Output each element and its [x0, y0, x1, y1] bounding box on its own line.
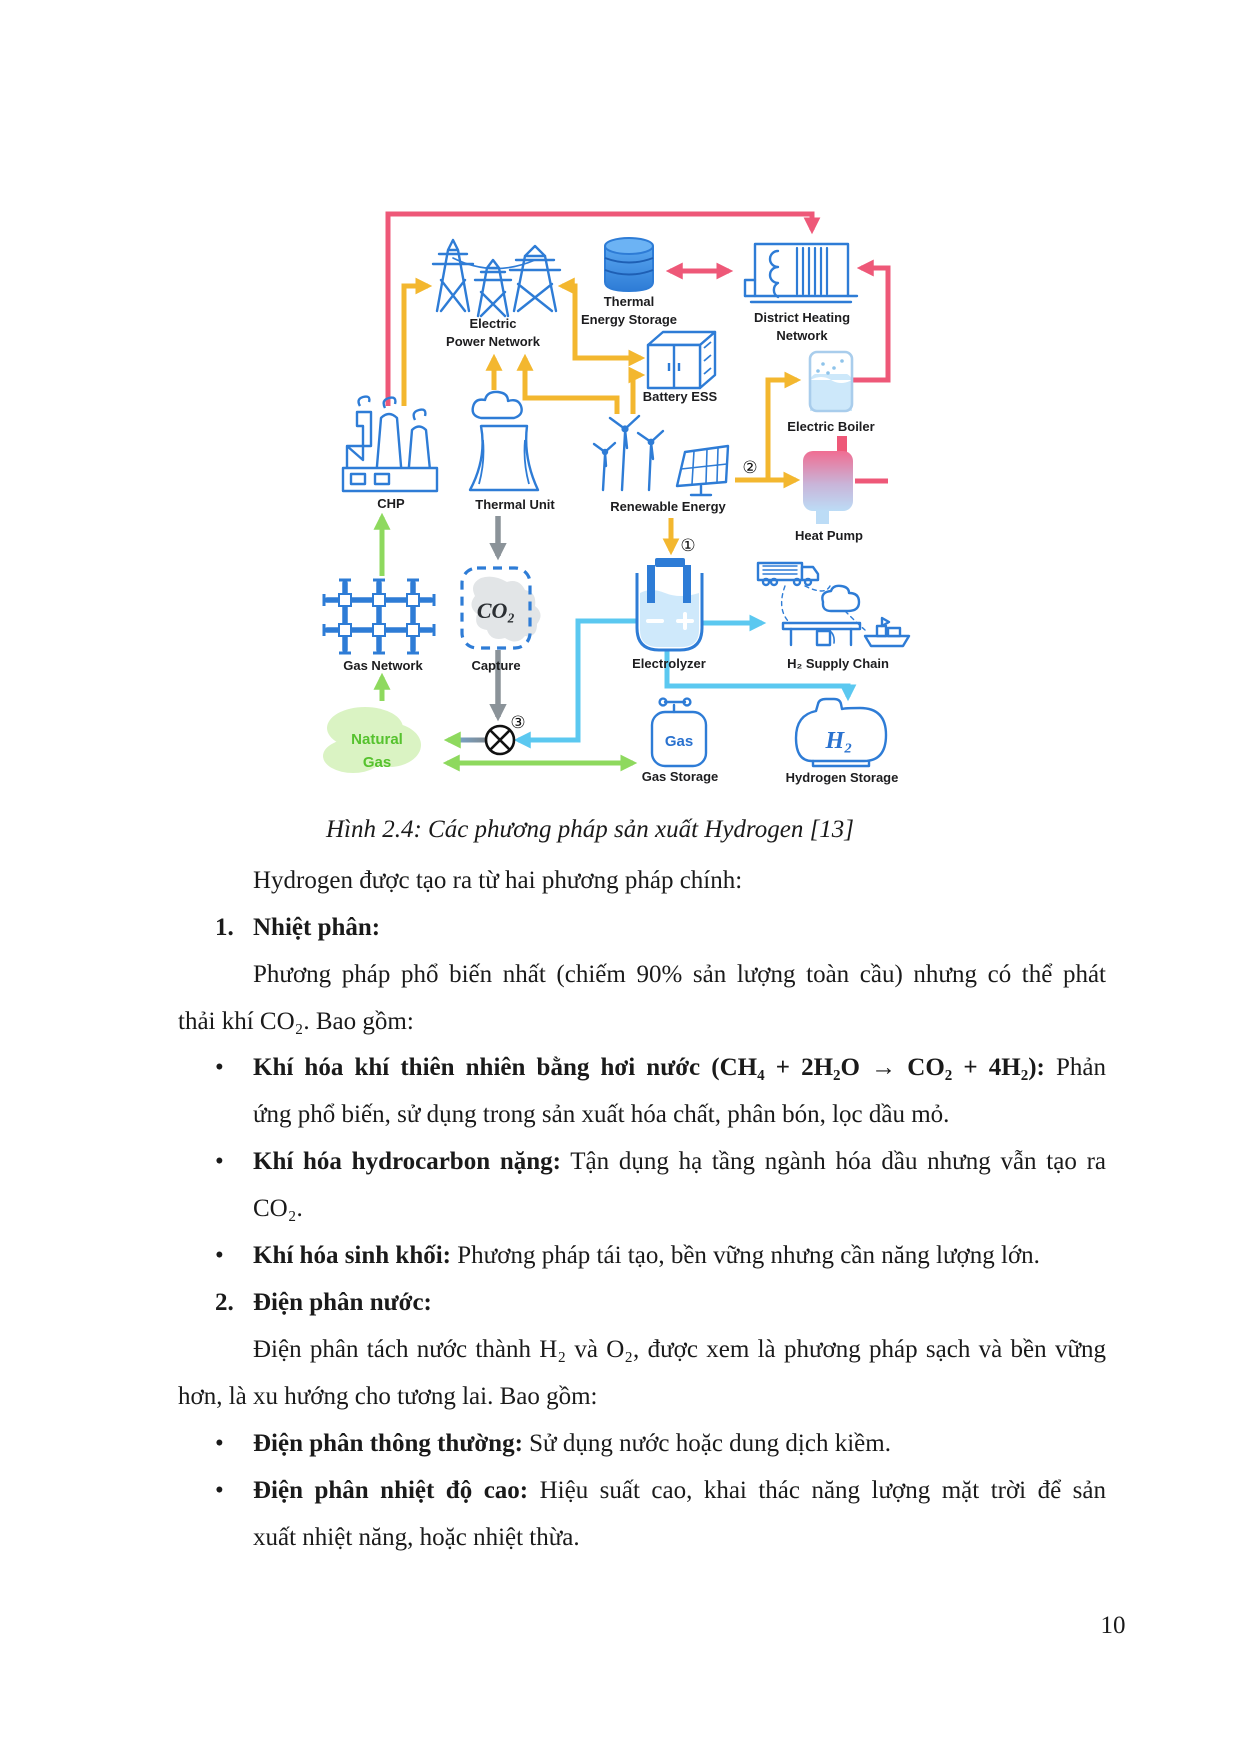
label-natural-gas-2: Gas: [363, 754, 391, 771]
label-dhn-line2: Network: [776, 328, 828, 343]
list-item-2-title: Điện phân nước:: [253, 1289, 432, 1316]
bullet-5-marker: •: [215, 1477, 224, 1504]
arrow-re-to-epn: [516, 353, 620, 414]
energy-system-diagram: Electric Power Network Thermal Energy St…: [322, 211, 911, 785]
bullet-5-line-1: Điện phân nhiệt độ cao: Hiệu suất cao, k…: [253, 1474, 1106, 1508]
electrolyzer-icon: [635, 558, 704, 652]
bullet-3-bold: Khí hóa sinh khối:: [253, 1242, 452, 1269]
bullet-3-marker: •: [215, 1242, 224, 1269]
label-gas-network: Gas Network: [343, 658, 423, 673]
label-capture: Capture: [471, 658, 520, 673]
bullet-2-line-1: Khí hóa hydrocarbon nặng: Tận dụng hạ tầ…: [253, 1145, 1106, 1179]
bullet-3-line: Khí hóa sinh khối: Phương pháp tái tạo, …: [253, 1239, 1040, 1273]
bullet-2-rest: Tận dụng hạ tầng ngành hóa dầu nhưng vẫn…: [560, 1148, 1106, 1175]
label-natural-gas-1: Natural: [351, 731, 403, 748]
label-gas-storage: Gas Storage: [642, 769, 719, 784]
h2-supply-chain-icon: [756, 561, 911, 648]
label-renewable: Renewable Energy: [610, 499, 726, 514]
bullet-4-line: Điện phân thông thường: Sử dụng nước hoặ…: [253, 1427, 891, 1461]
truck-icon: [756, 561, 820, 587]
bullet-1-rest: Phản: [1044, 1054, 1107, 1081]
bullet-1-line-1: Khí hóa khí thiên nhiên bằng hơi nước (C…: [253, 1051, 1106, 1085]
list-number-1: 1.: [215, 914, 234, 941]
label-chp: CHP: [377, 496, 405, 511]
label-electrolyzer: Electrolyzer: [632, 656, 706, 671]
chp-icon: [341, 395, 439, 493]
label-epn-line1: Electric: [470, 316, 517, 331]
co2-capture-icon: CO₂: [460, 566, 541, 650]
gas-network-icon: [322, 578, 436, 655]
bullet-4-bold: Điện phân thông thường:: [253, 1430, 523, 1457]
arrow-electrolyzer-to-h2storage: [664, 650, 857, 702]
arrow-chp-to-dhn: [385, 211, 821, 406]
paragraph-1-line-1: Phương pháp phổ biến nhất (chiếm 90% sản…: [253, 961, 1106, 988]
label-tes-line2: Energy Storage: [581, 312, 677, 327]
battery-ess-icon: [646, 330, 717, 390]
label-gas-cylinder: Gas: [665, 733, 693, 750]
page-number: 10: [1100, 1612, 1126, 1639]
bullet-2-marker: •: [215, 1148, 224, 1175]
step-2-marker: ②: [742, 458, 757, 478]
h2-mobile-tank-icon: [821, 584, 861, 613]
list-number-2: 2.: [215, 1289, 234, 1316]
gas-storage-icon: Gas: [650, 697, 708, 768]
thermal-storage-icon: [604, 237, 654, 293]
label-epn-line2: Power Network: [446, 334, 541, 349]
bullet-4-rest: Sử dụng nước hoặc dung dịch kiềm.: [522, 1430, 891, 1457]
arrow-electrolyzer-to-mixer: [513, 618, 637, 749]
paragraph-intro: Hydrogen được tạo ra từ hai phương pháp …: [253, 867, 743, 894]
bullet-4-marker: •: [215, 1430, 224, 1457]
heat-pump-icon: [803, 436, 853, 524]
label-h2-supply-chain: H₂ Supply Chain: [787, 656, 889, 671]
hydrogen-storage-icon: H₂: [794, 697, 888, 768]
label-thermal-unit: Thermal Unit: [475, 497, 555, 512]
bullet-5-bold: Điện phân nhiệt độ cao:: [253, 1477, 529, 1504]
label-battery: Battery ESS: [643, 389, 718, 404]
figure-diagram: Electric Power Network Thermal Energy St…: [285, 168, 965, 798]
paragraph-1-line-2: thải khí CO₂. Bao gồm:: [178, 1008, 414, 1035]
bullet-1-marker: •: [215, 1054, 224, 1081]
label-hydrogen-storage: Hydrogen Storage: [786, 770, 899, 785]
loading-dock-icon: [781, 621, 862, 647]
label-tes-line1: Thermal: [604, 294, 655, 309]
figure-caption: Hình 2.4: Các phương pháp sản xuất Hydro…: [325, 816, 855, 843]
list-item-1-title: Nhiệt phân:: [253, 914, 381, 941]
bullet-1-line-2: ứng phổ biến, sử dụng trong sản xuất hóa…: [253, 1101, 950, 1128]
label-heat-pump: Heat Pump: [795, 528, 863, 543]
arrow-re-to-boiler: [735, 371, 802, 483]
step-3-marker: ③: [510, 713, 525, 733]
arrow-chp-to-epn: [401, 277, 433, 406]
renewable-energy-icon: [592, 414, 730, 497]
arrow-battery-epn: [557, 277, 646, 367]
arrow-re-to-battery: [628, 366, 646, 414]
mixer-valve-icon: [484, 724, 516, 756]
label-dhn-line1: District Heating: [754, 310, 850, 325]
label-h2-tank: H₂: [824, 728, 852, 754]
step-1-marker: ①: [680, 536, 695, 556]
bullet-1-bold: Khí hóa khí thiên nhiên bằng hơi nước (C…: [253, 1054, 1045, 1081]
transmission-towers-icon: [431, 238, 562, 318]
bullet-5-line-2: xuất nhiệt năng, hoặc nhiệt thừa.: [253, 1524, 580, 1551]
district-heating-icon: [743, 242, 859, 304]
electric-boiler-icon: [808, 350, 854, 413]
thermal-unit-icon: [468, 390, 540, 492]
bullet-2-bold: Khí hóa hydrocarbon nặng:: [253, 1148, 561, 1175]
bullet-3-rest: Phương pháp tái tạo, bền vững nhưng cần …: [451, 1242, 1040, 1269]
natural-gas-icon: Natural Gas: [323, 707, 421, 773]
bullet-5-rest: Hiệu suất cao, khai thác năng lượng mặt …: [528, 1477, 1106, 1504]
paragraph-2-line-1: Điện phân tách nước thành H₂ và O₂, được…: [253, 1336, 1106, 1363]
label-co2: CO₂: [477, 598, 515, 623]
paragraph-2-line-2: hơn, là xu hướng cho tương lai. Bao gồm:: [178, 1383, 598, 1410]
bullet-2-line-2: CO₂.: [253, 1195, 303, 1222]
label-boiler: Electric Boiler: [787, 419, 874, 434]
ship-icon: [863, 616, 911, 648]
diagram-connections: [373, 211, 891, 772]
arrow-boiler-to-dhn: [852, 259, 891, 383]
